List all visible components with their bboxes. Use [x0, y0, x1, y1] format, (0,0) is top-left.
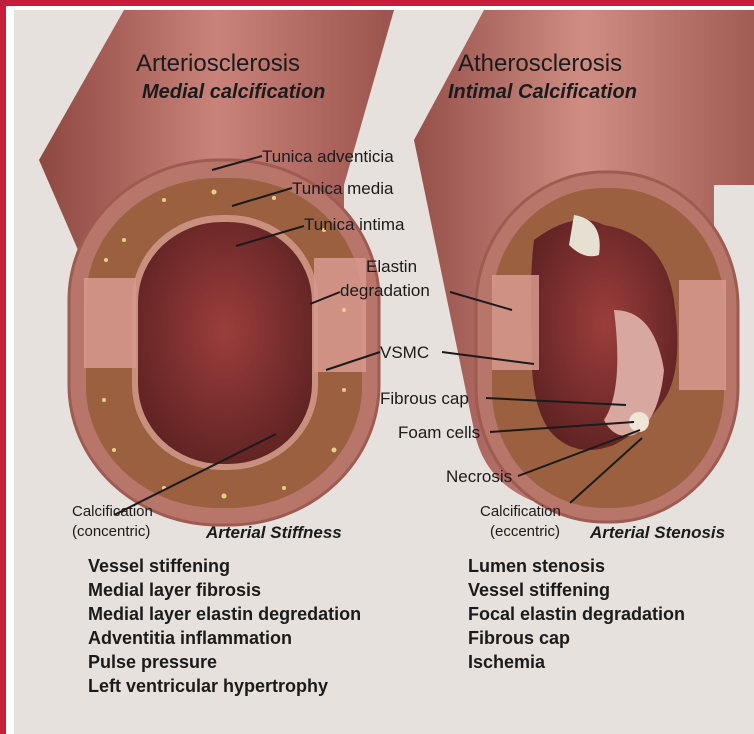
list-item: Pulse pressure — [88, 650, 361, 674]
list-item: Medial layer elastin degredation — [88, 602, 361, 626]
label-calcification-left: Calcification — [72, 504, 153, 519]
label-degradation: degradation — [340, 282, 430, 299]
diagram-panel: Arteriosclerosis Medial calcification At… — [14, 10, 754, 734]
label-vsmc: VSMC — [380, 344, 429, 361]
label-tunica-intima: Tunica intima — [304, 216, 404, 233]
label-tunica-media: Tunica media — [292, 180, 393, 197]
left-outcome: Arterial Stiffness — [206, 524, 342, 541]
left-subtitle: Medial calcification — [142, 82, 325, 102]
list-item: Medial layer fibrosis — [88, 578, 361, 602]
label-tunica-adventicia: Tunica adventicia — [262, 148, 394, 165]
right-title: Atherosclerosis — [458, 52, 622, 76]
list-item: Lumen stenosis — [468, 554, 685, 578]
left-cut-face-left — [84, 278, 136, 368]
right-cut-face-left — [492, 275, 539, 370]
left-feature-list: Vessel stiffening Medial layer fibrosis … — [88, 554, 361, 698]
label-concentric: (concentric) — [72, 524, 150, 539]
right-outcome: Arterial Stenosis — [590, 524, 725, 541]
list-item: Left ventricular hypertrophy — [88, 674, 361, 698]
label-fibrous-cap: Fibrous cap — [380, 390, 469, 407]
left-lumen — [138, 222, 312, 464]
list-item: Adventitia inflammation — [88, 626, 361, 650]
label-elastin: Elastin — [366, 258, 417, 275]
label-eccentric: (eccentric) — [490, 524, 560, 539]
right-cut-face-right — [679, 280, 726, 390]
right-subtitle: Intimal Calcification — [448, 82, 637, 102]
list-item: Focal elastin degradation — [468, 602, 685, 626]
left-cut-face-right — [314, 258, 366, 372]
list-item: Ischemia — [468, 650, 685, 674]
label-calcification-right: Calcification — [480, 504, 561, 519]
top-frame-bar — [0, 0, 754, 6]
list-item: Fibrous cap — [468, 626, 685, 650]
list-item: Vessel stiffening — [468, 578, 685, 602]
right-feature-list: Lumen stenosis Vessel stiffening Focal e… — [468, 554, 685, 674]
list-item: Vessel stiffening — [88, 554, 361, 578]
left-frame-bar — [0, 0, 6, 734]
left-title: Arteriosclerosis — [136, 52, 300, 76]
label-foam-cells: Foam cells — [398, 424, 480, 441]
label-necrosis: Necrosis — [446, 468, 512, 485]
